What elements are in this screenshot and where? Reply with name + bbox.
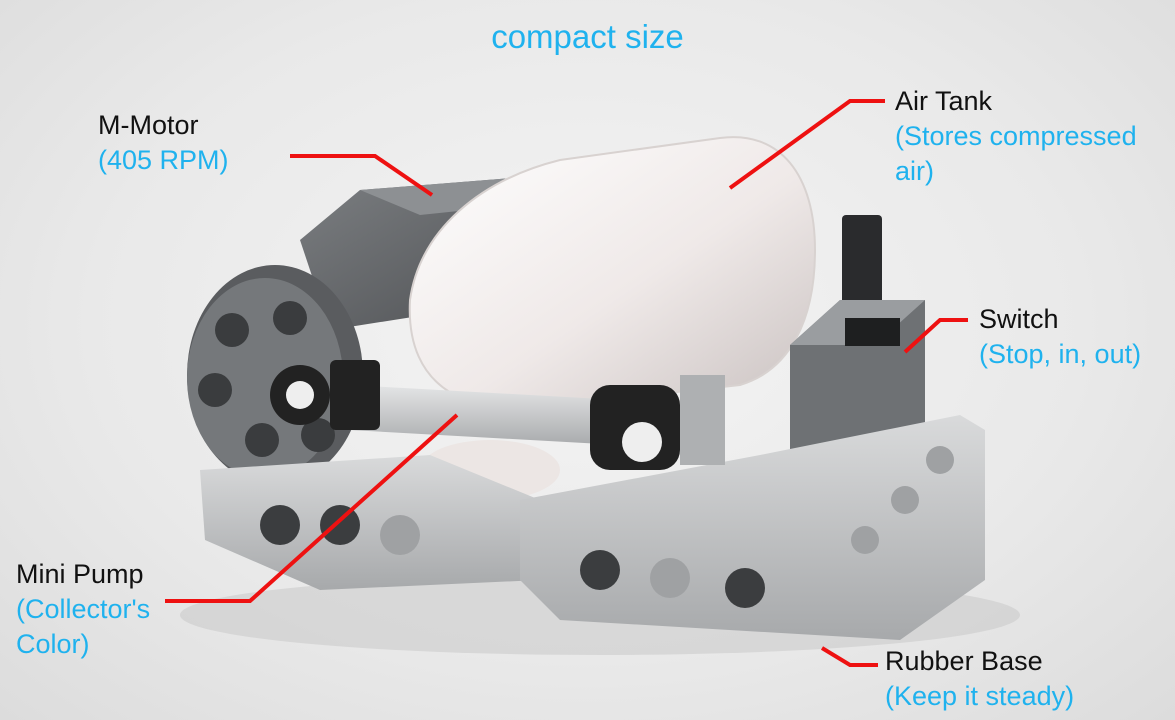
motor-label: M-Motor (405 RPM) [98,108,229,178]
motor-leader-line [290,154,434,197]
page-title: compact size [491,18,684,55]
pump-name: Mini Pump [16,559,144,589]
motor-name: M-Motor [98,110,199,140]
switch-name: Switch [979,304,1059,334]
switch-label: Switch (Stop, in, out) [979,302,1141,372]
pump-desc-line1: (Collector's [16,594,151,624]
mini-pump [270,360,725,470]
tank-leader-line [728,99,885,190]
pump-label: Mini Pump (Collector's Color) [16,557,150,662]
motor-desc: (405 RPM) [98,145,229,175]
tank-label: Air Tank (Stores compressed air) [895,84,1137,189]
tank-name: Air Tank [895,86,993,116]
pump-desc-line2: Color) [16,629,90,659]
switch-leader-line [903,318,968,354]
base-label: Rubber Base (Keep it steady) [885,644,1074,714]
pump-leader-line [165,413,459,603]
tank-desc-line1: (Stores compressed [895,121,1137,151]
base-left [200,455,540,590]
base-leader-line [820,646,878,667]
tank-desc-line2: air) [895,156,934,186]
switch-desc: (Stop, in, out) [979,339,1142,369]
base-desc: (Keep it steady) [885,681,1075,711]
base-name: Rubber Base [885,646,1043,676]
base-right [520,415,985,640]
